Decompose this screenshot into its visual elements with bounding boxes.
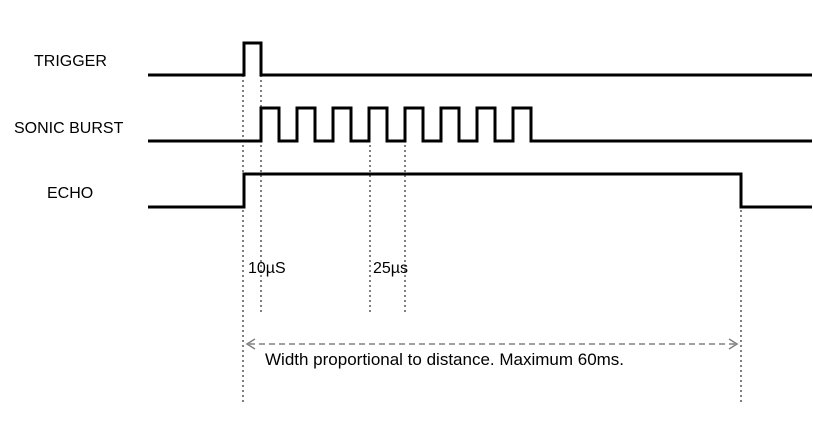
trigger-waveform — [148, 41, 812, 77]
echo-label: ECHO — [47, 185, 93, 202]
echo-waveform — [148, 172, 812, 209]
sonic-burst-label: SONIC BURST — [14, 120, 124, 137]
trigger-label: TRIGGER — [34, 53, 107, 70]
burst-period-label: 25µs — [373, 260, 408, 277]
echo-width-note: Width proportional to distance. Maximum … — [265, 350, 624, 369]
arrow-left-head — [245, 338, 256, 350]
arrow-right-head — [728, 338, 739, 350]
sonic-burst-waveform — [148, 106, 812, 143]
trigger-width-label: 10µS — [248, 260, 286, 277]
